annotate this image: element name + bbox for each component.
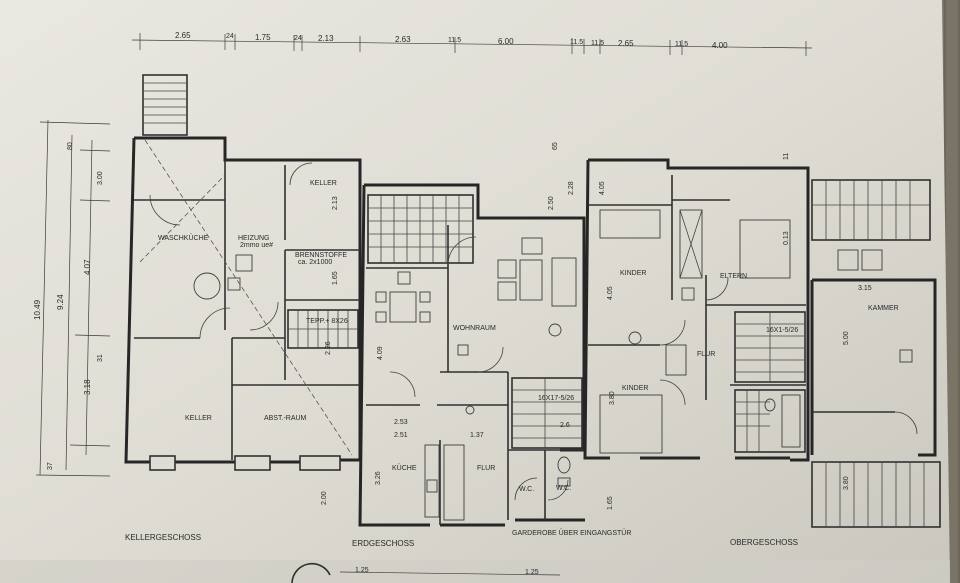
- top-dim-8: 6.00: [498, 37, 514, 46]
- room-keller-upper: KELLER: [310, 180, 337, 187]
- room-wc: W.C.: [556, 485, 571, 492]
- top-dim-1: 2.65: [175, 31, 191, 40]
- room-kinder-2: KINDER: [622, 385, 648, 392]
- ground-dim-e: 3.26: [375, 471, 382, 485]
- left-dim-f: 37: [47, 462, 54, 470]
- top-dim-3: 1.75: [255, 33, 271, 42]
- room-heizung-note: 2mmo ue#: [240, 242, 273, 249]
- ground-dim-a: 4.09: [377, 346, 384, 360]
- top-dim-11: 2.65: [618, 39, 634, 48]
- ground-dim-j: 65: [552, 142, 559, 150]
- upper-dim-a: 4.05: [599, 181, 606, 195]
- top-dim-2: 24: [226, 33, 234, 40]
- upper-floor-plan: KINDER KINDER ELTERN FLUR 16X1-5/26 0.13…: [583, 153, 810, 547]
- basement-plan: WASCHKÜCHE HEIZUNG 2mmo ue# BRENNSTOFFE …: [124, 74, 362, 542]
- room-eltern: ELTERN: [720, 273, 747, 280]
- basement-dim-b: 1.65: [332, 271, 339, 285]
- ground-stair-label: 16X17-5/26: [538, 395, 574, 402]
- ground-dim-g: 2.6: [560, 422, 570, 429]
- floor-title-ground: ERDGESCHOSS: [352, 539, 414, 548]
- room-kinder-1: KINDER: [620, 270, 646, 277]
- left-dimension-chain: 10.49 9.24 4.07 3.18 3.00 80 31 37: [33, 119, 111, 477]
- upper-dim-f: 3.80: [843, 476, 850, 490]
- left-dim-total: 10.49: [33, 299, 42, 320]
- left-dim-c: 3.00: [97, 171, 104, 185]
- ground-dim-f: 1.37: [470, 432, 484, 439]
- room-keller: KELLER: [185, 415, 212, 422]
- ground-dim-h: 2.50: [548, 196, 555, 210]
- basement-dim-a: 2.13: [332, 196, 339, 210]
- top-dim-10: 11.5: [591, 40, 604, 47]
- upper-eltern-ref: 0.13: [783, 231, 790, 245]
- ground-floor-plan: WOHNRAUM KÜCHE FLUR W.C. W.C. 16X17-5/26…: [321, 142, 631, 548]
- upper-dim-a2: 4.05: [607, 286, 614, 300]
- ground-dim-i: 2.28: [568, 181, 575, 195]
- ground-dim-b: 2.51: [394, 432, 408, 439]
- bottom-dim-a: 1.25: [355, 567, 369, 574]
- ground-dim-d: 2.00: [321, 491, 328, 505]
- upper-dim-d: 5.00: [843, 331, 850, 345]
- floor-title-upper: OBERGESCHOSS: [730, 538, 798, 547]
- left-dim-sub: 9.24: [56, 294, 65, 310]
- room-kueche: KÜCHE: [392, 464, 417, 472]
- basement-outer-stair: [142, 74, 188, 136]
- room-flur-eg: FLUR: [477, 465, 495, 472]
- left-dim-a: 4.07: [83, 259, 92, 275]
- top-dimension-chain: 2.65 24 1.75 24 2.13 2.63 11.5 6.00 11.5…: [131, 31, 813, 56]
- bottom-dim-b: 1.25: [525, 569, 539, 576]
- upper-dim-c: 1.65: [607, 496, 614, 510]
- floor-title-basement: KELLERGESCHOSS: [125, 533, 201, 542]
- top-dim-13: 4.00: [712, 41, 728, 50]
- room-wc-2: W.C.: [519, 486, 534, 493]
- basement-stair-label: TEPP.+ 8X26: [306, 318, 348, 325]
- room-waschkueche: WASCHKÜCHE: [158, 234, 209, 242]
- top-dim-5: 2.13: [318, 34, 334, 43]
- kammer-section: KAMMER 5.00 3.15 3.80: [810, 179, 941, 528]
- top-dim-12: 11.5: [675, 41, 688, 48]
- upper-dim-g: 11: [783, 153, 790, 160]
- left-dim-b: 3.18: [83, 379, 92, 395]
- basement-dim-c: 2.26: [325, 341, 332, 355]
- top-dim-6: 2.63: [395, 35, 411, 44]
- left-dim-d: 80: [67, 142, 74, 150]
- room-brennstoffe-note: ca. 2x1000: [298, 259, 332, 266]
- upper-stair-label: 16X1-5/26: [766, 327, 798, 334]
- room-wohnraum: WOHNRAUM: [453, 325, 496, 332]
- entrance-curve: 1.25 1.25: [291, 562, 561, 583]
- room-flur-og: FLUR: [697, 351, 715, 358]
- upper-dim-e: 3.15: [858, 285, 872, 292]
- left-dim-e: 31: [97, 354, 104, 362]
- room-abst-raum: ABST.-RAUM: [264, 415, 307, 422]
- garderobe-note: GARDEROBE ÜBER EINGANGSTÜR: [512, 529, 631, 537]
- top-dim-4: 24: [294, 35, 302, 42]
- paper-shadow: [0, 560, 950, 583]
- top-dim-9: 11.5: [570, 39, 583, 46]
- ground-dim-c: 2.53: [394, 419, 408, 426]
- room-brennstoffe: BRENNSTOFFE: [295, 252, 347, 259]
- terrace-tiles: [367, 194, 474, 264]
- upper-dim-b: 3.80: [609, 391, 616, 405]
- top-dim-7: 11.5: [448, 37, 461, 44]
- room-kammer: KAMMER: [868, 305, 899, 312]
- room-heizung: HEIZUNG: [238, 235, 270, 242]
